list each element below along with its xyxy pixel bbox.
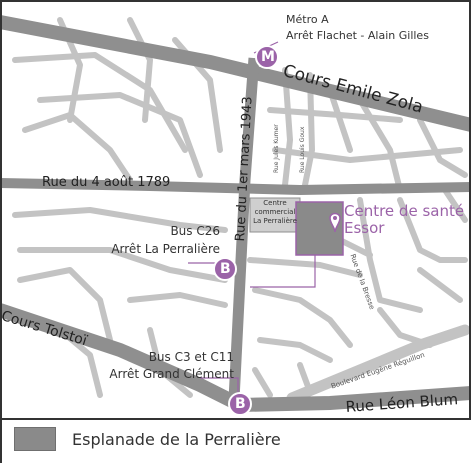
centre-sante-line2: Essor [344,219,385,237]
map-legend: Esplanade de la Perralière [14,418,464,460]
metro-badge-letter: M [261,49,275,65]
metro-badge-icon [255,45,279,69]
road-label-rue-louis-goux: Rue Louis Goux [299,126,306,173]
bus-c26-badge-icon [213,257,237,281]
bus-c3-badge-letter: B [235,396,246,412]
metro-line1: Métro A [286,13,329,26]
bus-c3-label: Bus C3 et C11 Arrêt Grand Clément [96,349,234,383]
bus-c3-line2: Arrêt Grand Clément [109,367,234,381]
road-label-rue-4-aout: Rue du 4 août 1789 [42,175,171,190]
centre-sante-label: Centre de santé Essor [344,203,464,237]
cours-tolstoi-road [0,303,244,412]
centre-commercial-block [249,197,301,233]
rue-du-4-aout-road [0,178,471,196]
rue-leon-blum-road [239,386,471,412]
centre-sante-line1: Centre de santé [344,202,465,220]
boulevard-eugene-reguillon-road [286,324,471,404]
centre-commercial-label: Centre commercial La Perralière [250,199,300,226]
centre-commercial-line3: La Perralière [253,217,297,225]
cours-emile-zola-road [0,15,471,132]
bus-c26-line1: Bus C26 [170,224,220,238]
esplanade-legend-swatch [14,427,56,451]
road-label-rue-jules-kumer: Rue Jules Kumer [273,124,280,173]
metro-line2: Arrêt Flachet - Alain Gilles [286,29,429,42]
bus-c26-badge-letter: B [220,261,231,277]
bus-c26-label: Bus C26 Arrêt La Perralière [100,222,220,258]
metro-label: Métro A Arrêt Flachet - Alain Gilles [286,12,429,44]
legend-label: Esplanade de la Perralière [72,429,281,449]
location-pin-icon [329,212,341,233]
rue-du-1er-mars-road [228,57,260,401]
centre-commercial-line2: commercial [254,208,296,216]
bus-c3-badge-icon [228,392,252,416]
centre-commercial-line1: Centre [263,199,287,207]
bus-c26-line2: Arrêt La Perralière [111,242,220,256]
bus-c3-line1: Bus C3 et C11 [148,350,234,364]
